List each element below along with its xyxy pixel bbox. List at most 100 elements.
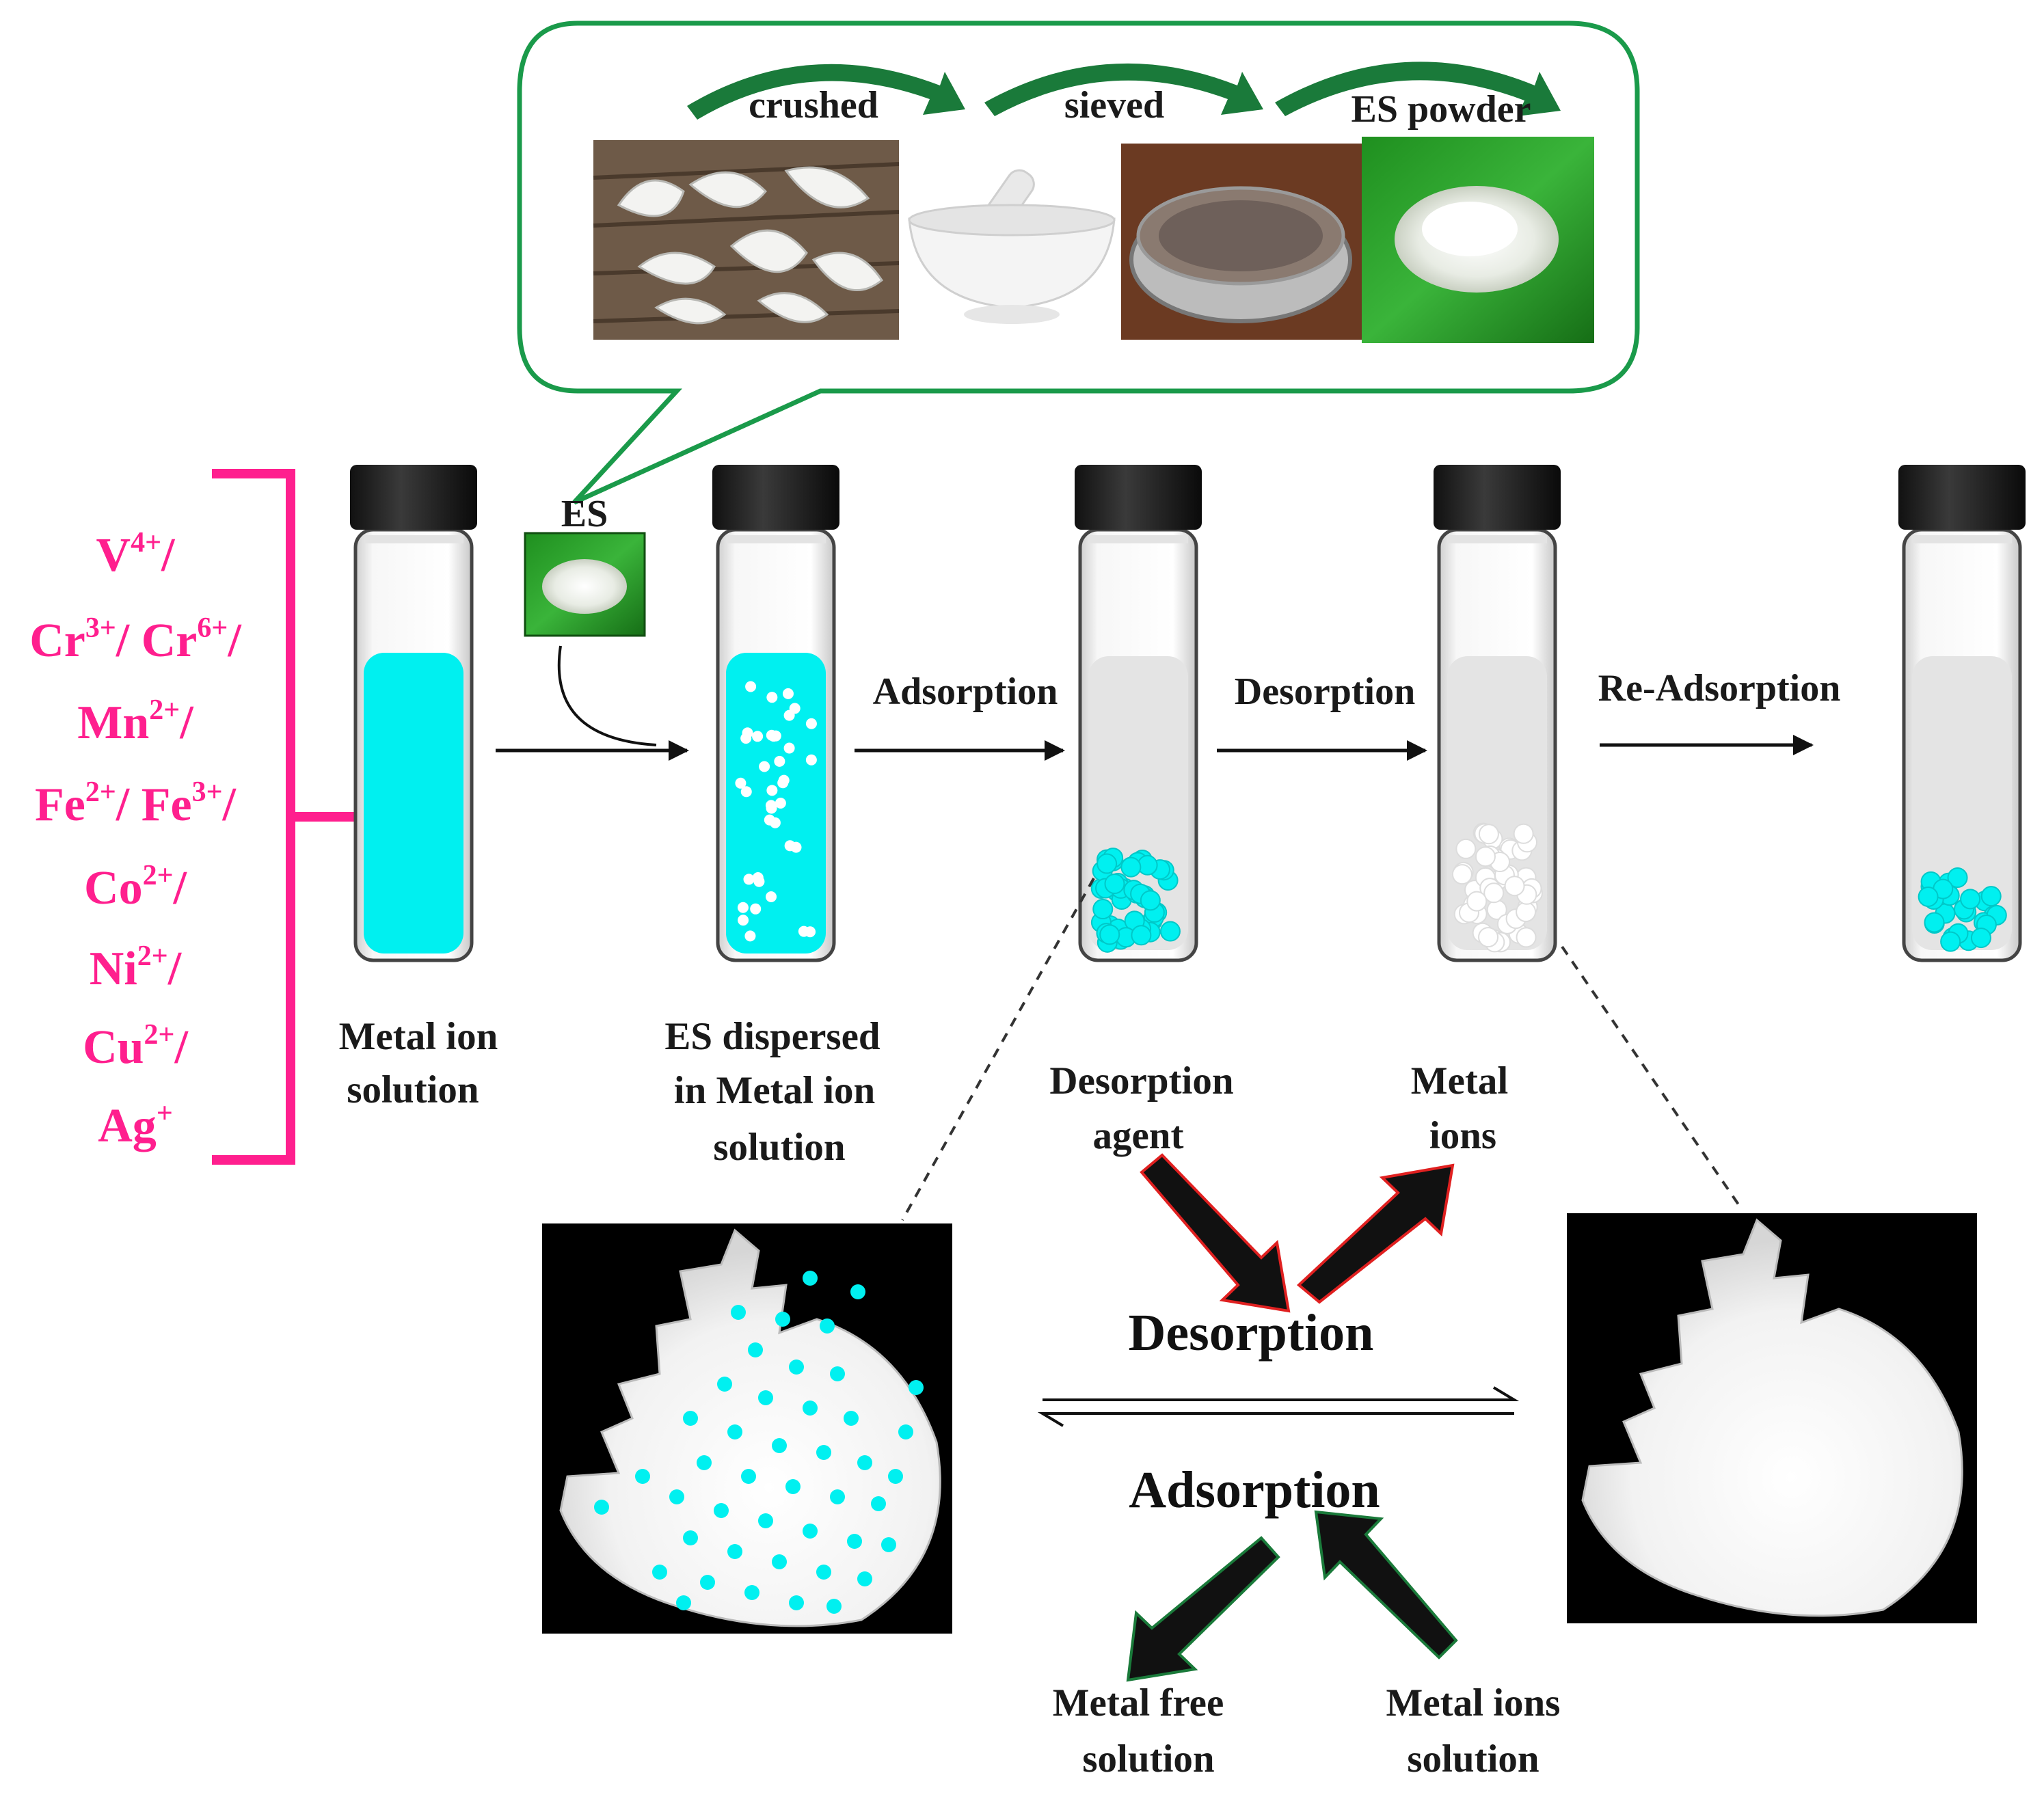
- adsorbed-ion-dot: [816, 1445, 831, 1460]
- vial-neck: [1447, 535, 1547, 543]
- ion-symbol: Ni: [90, 943, 137, 995]
- vial-4-desorbed: [1434, 465, 1561, 962]
- es-particle: [775, 798, 786, 809]
- clean-eggshell-panel: [1567, 1213, 1977, 1623]
- desorption-flow-arrows: [1140, 1153, 1455, 1313]
- settled-particle: [1513, 823, 1534, 844]
- adsorbed-ion-dot: [871, 1496, 886, 1511]
- ion-symbol: / Cr: [116, 614, 198, 667]
- settled-particle: [1466, 891, 1488, 912]
- powder-arrow: [1275, 62, 1561, 116]
- es-particle: [752, 731, 764, 742]
- settled-particle: [1960, 889, 1981, 910]
- ions-out-arrow: [1296, 1163, 1455, 1304]
- mortar-pestle-photo: [901, 140, 1120, 340]
- ion-symbol: Fe: [35, 779, 85, 831]
- vial-cap: [350, 465, 477, 530]
- vial-3-adsorbed: [1075, 465, 1202, 962]
- adsorption-step-label: Adsorption: [873, 671, 1058, 713]
- vial-neck: [364, 535, 463, 543]
- es-particle: [766, 785, 778, 796]
- equilibrium-arrows: [1037, 1386, 1520, 1427]
- agent-in-arrow: [1140, 1153, 1291, 1313]
- ion-separator: /: [227, 614, 242, 667]
- adsorbed-ion-dot: [775, 1312, 790, 1327]
- vial-cap: [1898, 465, 2026, 530]
- zoom-lines: [901, 878, 1741, 1221]
- es-label: ES: [561, 493, 608, 535]
- adsorbed-ion-dot: [844, 1411, 859, 1426]
- desorption-agent-line1: Desorption: [1049, 1059, 1233, 1103]
- es-particle: [774, 755, 785, 767]
- adsorbed-ion-dot: [772, 1438, 787, 1453]
- vial-2-dispersed: [712, 465, 839, 962]
- adsorbed-ion-dot: [635, 1469, 650, 1484]
- settled-particle: [1475, 846, 1496, 867]
- es-particle: [765, 800, 777, 811]
- es-sample: ES: [524, 493, 657, 746]
- eggshells-photo: [593, 140, 900, 340]
- settled-particle: [1947, 867, 1968, 889]
- sieved-label: sieved: [1064, 84, 1164, 126]
- adsorbed-ion-dot: [717, 1377, 732, 1392]
- sieved-arrow: [984, 63, 1263, 116]
- ion-charge: 2+: [144, 1019, 175, 1051]
- metal-free-line1: Metal free: [1053, 1681, 1224, 1724]
- ion-symbol: Mn: [77, 696, 149, 749]
- adsorbed-ion-dot: [857, 1571, 872, 1586]
- adsorbed-ion-dot: [748, 1342, 763, 1357]
- es-particle: [766, 891, 777, 902]
- adsorbed-ion-dot: [850, 1284, 865, 1299]
- ion-separator: /: [222, 779, 237, 831]
- es-particle: [764, 814, 775, 826]
- vial-1-solution: [350, 465, 477, 962]
- es-particle: [784, 840, 796, 852]
- adsorbed-ion-dot: [803, 1524, 818, 1539]
- forward-arrow: [1043, 1386, 1520, 1401]
- metal-ions-line2: ions: [1429, 1114, 1496, 1157]
- adsorption-center-label: Adsorption: [1129, 1461, 1380, 1519]
- vial1-caption-line2: solution: [347, 1068, 479, 1111]
- ion-item: Mn2+/: [77, 694, 194, 749]
- ion-item: Cr3+/ Cr6+/: [29, 612, 242, 667]
- es-particle: [759, 761, 770, 772]
- step-arrows: [687, 62, 1561, 120]
- es-add-arrow: [557, 645, 657, 746]
- adsorbed-ion-dot: [881, 1537, 896, 1552]
- ion-charge: 4+: [131, 527, 161, 558]
- crushed-label: crushed: [749, 84, 878, 126]
- settled-particle: [1483, 882, 1505, 904]
- adsorbed-ion-dot: [652, 1565, 667, 1580]
- es-particle: [789, 703, 801, 714]
- settled-particle: [1104, 874, 1125, 895]
- settled-particle: [1940, 931, 1961, 952]
- es-particle: [745, 681, 757, 692]
- ion-item: Fe2+/ Fe3+/: [35, 776, 237, 831]
- settled-particle: [1970, 928, 1991, 949]
- ion-separator: /: [173, 862, 188, 915]
- adsorbed-ion-dot: [700, 1575, 715, 1590]
- es-particle: [744, 930, 756, 942]
- ion-symbol: Cu: [83, 1021, 144, 1074]
- vial-neck: [726, 535, 826, 543]
- vial1-caption-line1: Metal ion: [339, 1015, 498, 1058]
- settled-particle: [1120, 856, 1142, 878]
- adsorbed-ion-dot: [683, 1530, 698, 1545]
- es-powder-label: ES powder: [1352, 88, 1531, 131]
- vial-cap: [712, 465, 839, 530]
- adsorbed-ion-dot: [826, 1599, 842, 1614]
- eggshell-left: [559, 1228, 941, 1627]
- metal-ion-list: V4+/Cr3+/ Cr6+/Mn2+/Fe2+/ Fe3+/Co2+/Ni2+…: [29, 527, 242, 1152]
- ion-symbol: / Fe: [116, 779, 192, 831]
- es-particle: [805, 754, 817, 766]
- adsorbed-ion-dot: [820, 1318, 835, 1334]
- metal-free-line2: solution: [1082, 1737, 1214, 1781]
- adsorbed-ion-dot: [727, 1544, 742, 1559]
- es-particle: [805, 718, 817, 729]
- adsorbed-ion-dot: [847, 1534, 862, 1549]
- ion-charge: 6+: [197, 612, 228, 644]
- adsorbed-ion-dot: [772, 1554, 787, 1569]
- settled-particle: [1516, 902, 1537, 923]
- settled-particle: [1478, 927, 1499, 948]
- adsorbed-ion-dot: [744, 1585, 759, 1600]
